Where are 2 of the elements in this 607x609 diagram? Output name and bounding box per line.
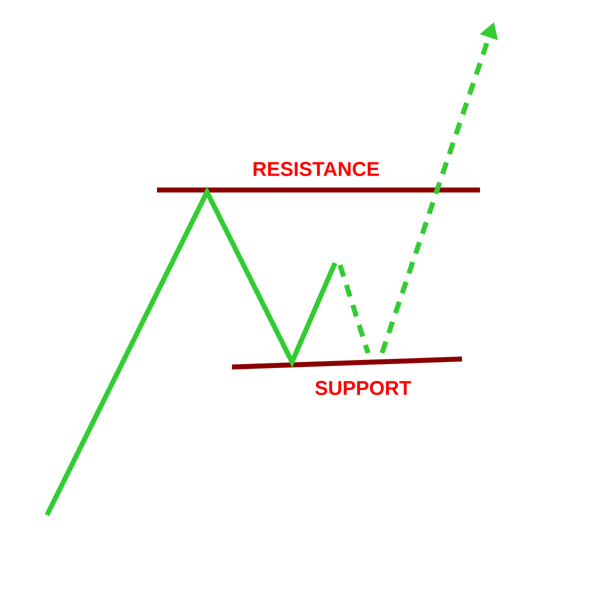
line-label: SUPPORT — [315, 380, 412, 396]
line-label: RESISTANCE — [254, 162, 379, 176]
